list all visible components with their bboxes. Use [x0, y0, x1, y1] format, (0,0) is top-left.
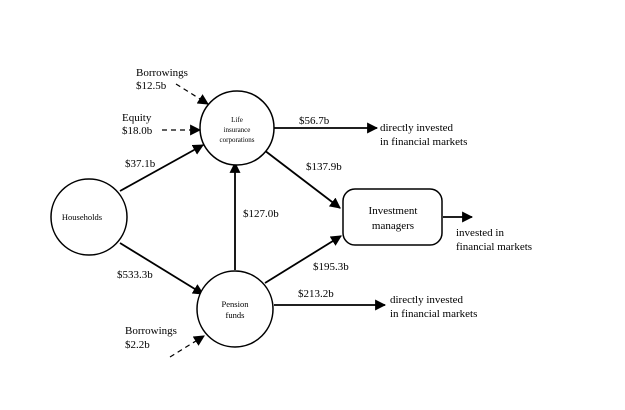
life-insurance-label-line2: insurance	[224, 126, 251, 134]
borrowings-life-label: Borrowings	[136, 67, 188, 79]
equity-value: $18.0b	[122, 125, 153, 137]
investment-managers-label-line1: Investment	[369, 205, 418, 217]
pension-to-life-value: $127.0b	[243, 208, 279, 220]
households-to-life-arrow	[119, 144, 204, 192]
pension-funds-label-line2: funds	[226, 310, 245, 320]
borrowings-to-pension-arrow	[169, 335, 205, 358]
life-insurance-node: Life insurance corporations	[199, 90, 275, 166]
households-node: Households	[50, 178, 128, 256]
pension-funds-label-line1: Pension	[222, 299, 250, 309]
borrowings-to-life-arrow	[175, 83, 209, 105]
managers-destination-line2: financial markets	[456, 241, 532, 253]
pension-direct-destination-line1: directly invested	[390, 294, 464, 306]
investment-managers-label-line2: managers	[372, 220, 414, 232]
life-to-managers-value: $137.9b	[306, 161, 342, 173]
households-to-pension-value: $533.3b	[117, 269, 153, 281]
life-direct-value: $56.7b	[299, 115, 330, 127]
managers-destination-line1: invested in	[456, 227, 504, 239]
borrowings-life-value: $12.5b	[136, 80, 167, 92]
pension-funds-node: Pension funds	[196, 270, 274, 348]
pension-direct-destination-line2: in financial markets	[390, 308, 477, 320]
pension-direct-value: $213.2b	[298, 288, 334, 300]
life-to-managers-arrow	[263, 149, 341, 209]
life-insurance-label-line1: Life	[231, 116, 243, 124]
households-to-pension-arrow	[119, 242, 204, 295]
life-direct-destination-line2: in financial markets	[380, 136, 467, 148]
households-to-life-value: $37.1b	[125, 158, 156, 170]
life-insurance-label-line3: corporations	[220, 136, 255, 144]
life-direct-destination-line1: directly invested	[380, 122, 454, 134]
households-label: Households	[62, 212, 102, 222]
investment-managers-node: Investment managers	[342, 188, 443, 246]
borrowings-pension-label: Borrowings	[125, 325, 177, 337]
borrowings-pension-value: $2.2b	[125, 339, 150, 351]
equity-label: Equity	[122, 112, 152, 124]
pension-to-managers-arrow	[264, 235, 342, 284]
pension-to-managers-value: $195.3b	[313, 261, 349, 273]
